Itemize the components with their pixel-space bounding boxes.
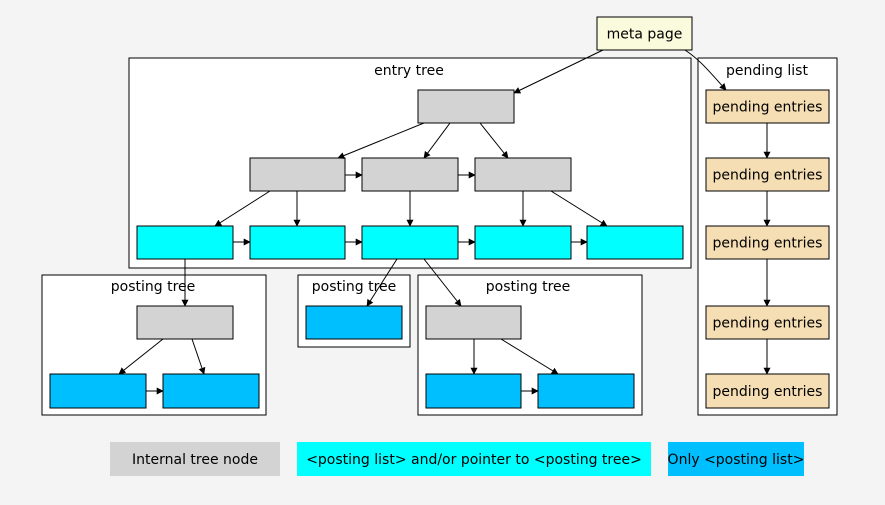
pending-list-label: pending list xyxy=(726,63,808,79)
posting-tree-label-2: posting tree xyxy=(312,279,397,295)
edge-pt1-root-to-leaf-1 xyxy=(118,338,164,375)
edge-leaf-3-to-posting-tree-3 xyxy=(423,258,462,307)
edge-root-to-internal-1 xyxy=(337,122,425,159)
pending-entry-5 xyxy=(705,373,830,409)
pending-entry-label-1: pending entries xyxy=(713,100,823,116)
pending-entry-label-3: pending entries xyxy=(713,236,823,252)
edge-internal-1-to-leaf-1 xyxy=(214,190,271,227)
legend-posting-list-or-pointer-swatch xyxy=(297,442,651,476)
entry-leaf-node-2 xyxy=(249,225,346,260)
edges xyxy=(118,49,771,395)
entry-leaf-node-1 xyxy=(136,225,234,260)
edge-root-to-internal-2 xyxy=(423,122,451,159)
edge-pt1-root-to-leaf-2 xyxy=(191,338,206,375)
posting-tree-label-1: posting tree xyxy=(111,279,196,295)
posting-tree-3-leaf-1 xyxy=(425,373,522,409)
posting-tree-3-root xyxy=(425,305,522,340)
legend-only-posting-list-swatch xyxy=(668,442,804,476)
posting-tree-2-leaf xyxy=(305,305,403,340)
edge-internal-3-to-leaf-5 xyxy=(550,190,608,227)
posting-tree-1-root xyxy=(136,305,234,340)
pending-entry-label-5: pending entries xyxy=(713,384,823,400)
legend-internal-node-swatch xyxy=(110,442,280,476)
pending-entry-2 xyxy=(705,157,830,192)
posting-tree-1-leaf-2 xyxy=(162,373,260,409)
edge-root-to-internal-3 xyxy=(479,122,509,159)
edge-meta-to-entry-root xyxy=(513,49,604,94)
edge-meta-to-pending xyxy=(684,49,727,91)
entry-leaf-node-3 xyxy=(361,225,459,260)
entry-internal-node-2 xyxy=(361,157,459,192)
edge-pt3-root-to-leaf-2 xyxy=(500,338,559,375)
pending-entry-label-2: pending entries xyxy=(713,168,823,184)
pending-entry-4 xyxy=(705,305,830,340)
meta-page-label: meta page xyxy=(607,27,683,43)
entry-internal-node-1 xyxy=(249,157,346,192)
legend-internal-node-label: Internal tree node xyxy=(132,452,258,468)
pending-entry-label-4: pending entries xyxy=(713,316,823,332)
posting-tree-label-3: posting tree xyxy=(486,279,571,295)
entry-leaf-node-4 xyxy=(474,225,572,260)
posting-tree-3-leaf-2 xyxy=(537,373,635,409)
meta-page-node xyxy=(596,16,693,51)
legend-posting-list-or-pointer-label: <posting list> and/or pointer to <postin… xyxy=(306,452,642,468)
entry-root-node xyxy=(417,89,515,124)
edge-leaf-3-to-posting-tree-2 xyxy=(366,258,398,307)
entry-tree-label: entry tree xyxy=(374,63,444,79)
legend-only-posting-list-label: Only <posting list> xyxy=(668,452,805,468)
entry-leaf-node-5 xyxy=(586,225,684,260)
entry-internal-node-3 xyxy=(474,157,572,192)
posting-tree-1-leaf-1 xyxy=(49,373,147,409)
